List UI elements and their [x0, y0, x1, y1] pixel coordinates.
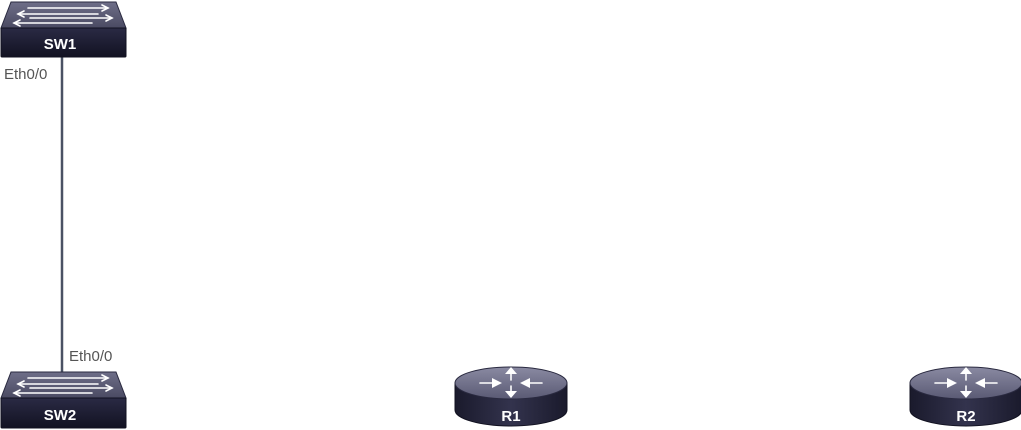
switch-arrows-icon: [12, 374, 114, 397]
router-arrows-icon: [479, 367, 543, 398]
router-r1[interactable]: R1: [454, 366, 568, 427]
device-label-r1: R1: [501, 408, 520, 425]
router-r2[interactable]: R2: [909, 366, 1021, 427]
port-label-sw1-eth0-0: Eth0/0: [4, 66, 48, 83]
device-label-sw1: SW1: [44, 36, 77, 53]
port-label-sw2-eth0-0: Eth0/0: [69, 348, 113, 365]
switch-sw2[interactable]: SW2: [0, 371, 127, 429]
switch-arrows-icon: [12, 4, 114, 27]
device-label-sw2: SW2: [44, 407, 77, 424]
device-label-r2: R2: [956, 408, 975, 425]
router-arrows-icon: [934, 367, 998, 398]
switch-sw1[interactable]: SW1: [0, 1, 127, 58]
